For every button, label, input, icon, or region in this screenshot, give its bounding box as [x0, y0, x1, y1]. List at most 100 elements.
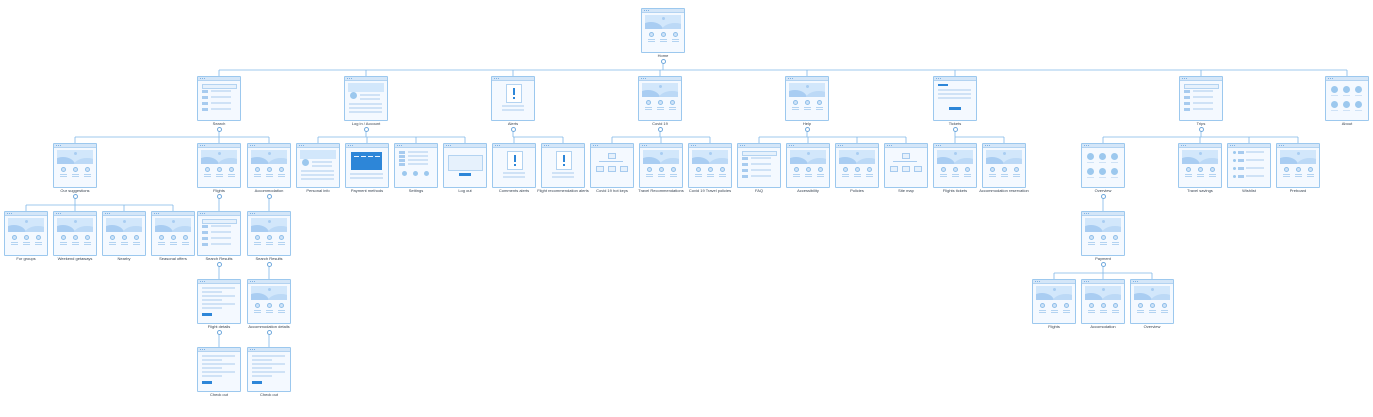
page-node-search-results-flights[interactable]: Search Results: [197, 211, 241, 264]
page-node-accessibility[interactable]: Accessibility: [786, 143, 830, 196]
wireframe-thumbnail[interactable]: [247, 143, 291, 188]
wireframe-thumbnail[interactable]: [344, 76, 388, 121]
page-node-our-suggestions[interactable]: Our suggestions: [53, 143, 97, 196]
page-node-preboard[interactable]: Preboard: [1276, 143, 1320, 196]
page-node-payment[interactable]: Payment: [1081, 211, 1125, 264]
wireframe-thumbnail[interactable]: [4, 211, 48, 256]
page-node-overview-trips[interactable]: Overview: [1081, 143, 1125, 196]
wireframe-thumbnail[interactable]: [247, 279, 291, 324]
wireframe-thumbnail[interactable]: [1325, 76, 1369, 121]
wireframe-thumbnail[interactable]: [835, 143, 879, 188]
wireframe-thumbnail[interactable]: [197, 279, 241, 324]
page-node-comments-alerts[interactable]: Comments alerts: [492, 143, 536, 196]
person-name-line: [1355, 95, 1362, 96]
page-node-checkout-flight[interactable]: Check out: [197, 347, 241, 400]
page-node-log-out[interactable]: Log out: [443, 143, 487, 196]
page-node-policies[interactable]: Policies: [835, 143, 879, 196]
connector-dot: [657, 126, 663, 132]
page-node-wishlist[interactable]: Wishlist: [1227, 143, 1271, 196]
wireframe-thumbnail[interactable]: [541, 143, 585, 188]
page-node-travel-reco[interactable]: Travel Recommendations: [638, 143, 684, 196]
wireframe-thumbnail[interactable]: [1081, 211, 1125, 256]
wireframe-thumbnail[interactable]: [688, 143, 732, 188]
page-node-nearby[interactable]: Nearby: [102, 211, 146, 264]
wireframe-thumbnail[interactable]: [1032, 279, 1076, 324]
page-node-covid-travel-policies[interactable]: Covid 19 Travel policies: [688, 143, 732, 196]
page-node-faq[interactable]: FAQ: [737, 143, 781, 196]
wireframe-thumbnail[interactable]: [1227, 143, 1271, 188]
page-node-site-map[interactable]: Site map: [884, 143, 928, 196]
wireframe-thumbnail[interactable]: [1081, 143, 1125, 188]
wireframe-thumbnail[interactable]: [638, 76, 682, 121]
wireframe-thumbnail[interactable]: [53, 143, 97, 188]
page-node-accommodation-reservation[interactable]: Accommodation reservation: [979, 143, 1029, 196]
wireframe-thumbnail[interactable]: [1178, 143, 1222, 188]
page-node-accomodation-payment[interactable]: Accomodation: [1081, 279, 1125, 332]
wireframe-thumbnail[interactable]: [1276, 143, 1320, 188]
page-node-accommodation-details[interactable]: Accommodation details: [247, 279, 291, 332]
page-node-travel-savings[interactable]: Travel savings: [1178, 143, 1222, 196]
page-node-covid-hot-keys[interactable]: Covid 19 hot keys: [590, 143, 634, 196]
page-node-about[interactable]: About: [1325, 76, 1369, 129]
page-node-settings[interactable]: Settings: [394, 143, 438, 196]
page-node-flights[interactable]: Flights: [197, 143, 241, 196]
page-node-flights-payment[interactable]: Flights: [1032, 279, 1076, 332]
page-node-seasonal-offers[interactable]: Seasonal offers: [151, 211, 195, 264]
wireframe-thumbnail[interactable]: [933, 76, 977, 121]
wireframe-thumbnail[interactable]: [296, 143, 340, 188]
connector-dot: [216, 126, 222, 132]
wireframe-thumbnail[interactable]: [1179, 76, 1223, 121]
wireframe-thumbnail[interactable]: [102, 211, 146, 256]
page-node-alerts[interactable]: Alerts: [491, 76, 535, 129]
wireframe-thumbnail[interactable]: [639, 143, 683, 188]
wireframe-thumbnail[interactable]: [197, 347, 241, 392]
wireframe-thumbnail[interactable]: [982, 143, 1026, 188]
wireframe-thumbnail[interactable]: [933, 143, 977, 188]
wireframe-thumbnail[interactable]: [247, 211, 291, 256]
page-node-overview-payment[interactable]: Overview: [1130, 279, 1174, 332]
wireframe-thumbnail[interactable]: [590, 143, 634, 188]
feature-captions-row: [839, 174, 875, 175]
page-node-accommodation[interactable]: Accommodation: [247, 143, 291, 196]
wireframe-thumbnail[interactable]: [197, 143, 241, 188]
wireframe-thumbnail[interactable]: [53, 211, 97, 256]
wireframe-thumbnail[interactable]: [884, 143, 928, 188]
wireframe-thumbnail[interactable]: [786, 143, 830, 188]
page-node-for-groups[interactable]: For groups: [4, 211, 48, 264]
page-node-trips[interactable]: Trips: [1179, 76, 1223, 129]
wireframe-thumbnail[interactable]: [151, 211, 195, 256]
page-node-personal-info[interactable]: Personal info: [296, 143, 340, 196]
wireframe-thumbnail[interactable]: [785, 76, 829, 121]
page-node-checkout-acc[interactable]: Check out: [247, 347, 291, 400]
wireframe-thumbnail[interactable]: [1130, 279, 1174, 324]
wireframe-thumbnail[interactable]: [1081, 279, 1125, 324]
page-node-home[interactable]: Home: [641, 8, 685, 61]
image-placeholder-icon: [1297, 152, 1300, 155]
wireframe-thumbnail[interactable]: [197, 211, 241, 256]
wireframe-thumbnail[interactable]: [345, 143, 389, 188]
page-node-help[interactable]: Help: [785, 76, 829, 129]
page-node-flight-details[interactable]: Flight details: [197, 279, 241, 332]
wireframe-thumbnail[interactable]: [641, 8, 685, 53]
list-line: [751, 169, 771, 171]
wireframe-thumbnail[interactable]: [394, 143, 438, 188]
page-node-flights-tickets[interactable]: Flights tickets: [933, 143, 977, 196]
wireframe-thumbnail[interactable]: [492, 143, 536, 188]
page-node-weekend-getaways[interactable]: Weekend getaways: [53, 211, 97, 264]
page-node-covid[interactable]: Covid 19: [638, 76, 682, 129]
feature-captions-row: [57, 176, 93, 177]
page-node-search-results-acc[interactable]: Search Results: [247, 211, 291, 264]
wireframe-thumbnail[interactable]: [491, 76, 535, 121]
page-node-search[interactable]: Search: [197, 76, 241, 129]
wireframe-thumbnail[interactable]: [443, 143, 487, 188]
page-node-login[interactable]: Log in / Account: [344, 76, 388, 129]
page-node-payment-methods[interactable]: Payment methods: [345, 143, 389, 196]
titlebar-dot: [938, 145, 939, 146]
wireframe-thumbnail[interactable]: [197, 76, 241, 121]
list-line: [1193, 90, 1213, 92]
person-avatar-icon: [1099, 168, 1106, 175]
wireframe-thumbnail[interactable]: [247, 347, 291, 392]
page-node-flight-reco-alerts[interactable]: Flight recommendation alerts: [537, 143, 589, 196]
wireframe-thumbnail[interactable]: [737, 143, 781, 188]
page-node-tickets[interactable]: Tickets: [933, 76, 977, 129]
